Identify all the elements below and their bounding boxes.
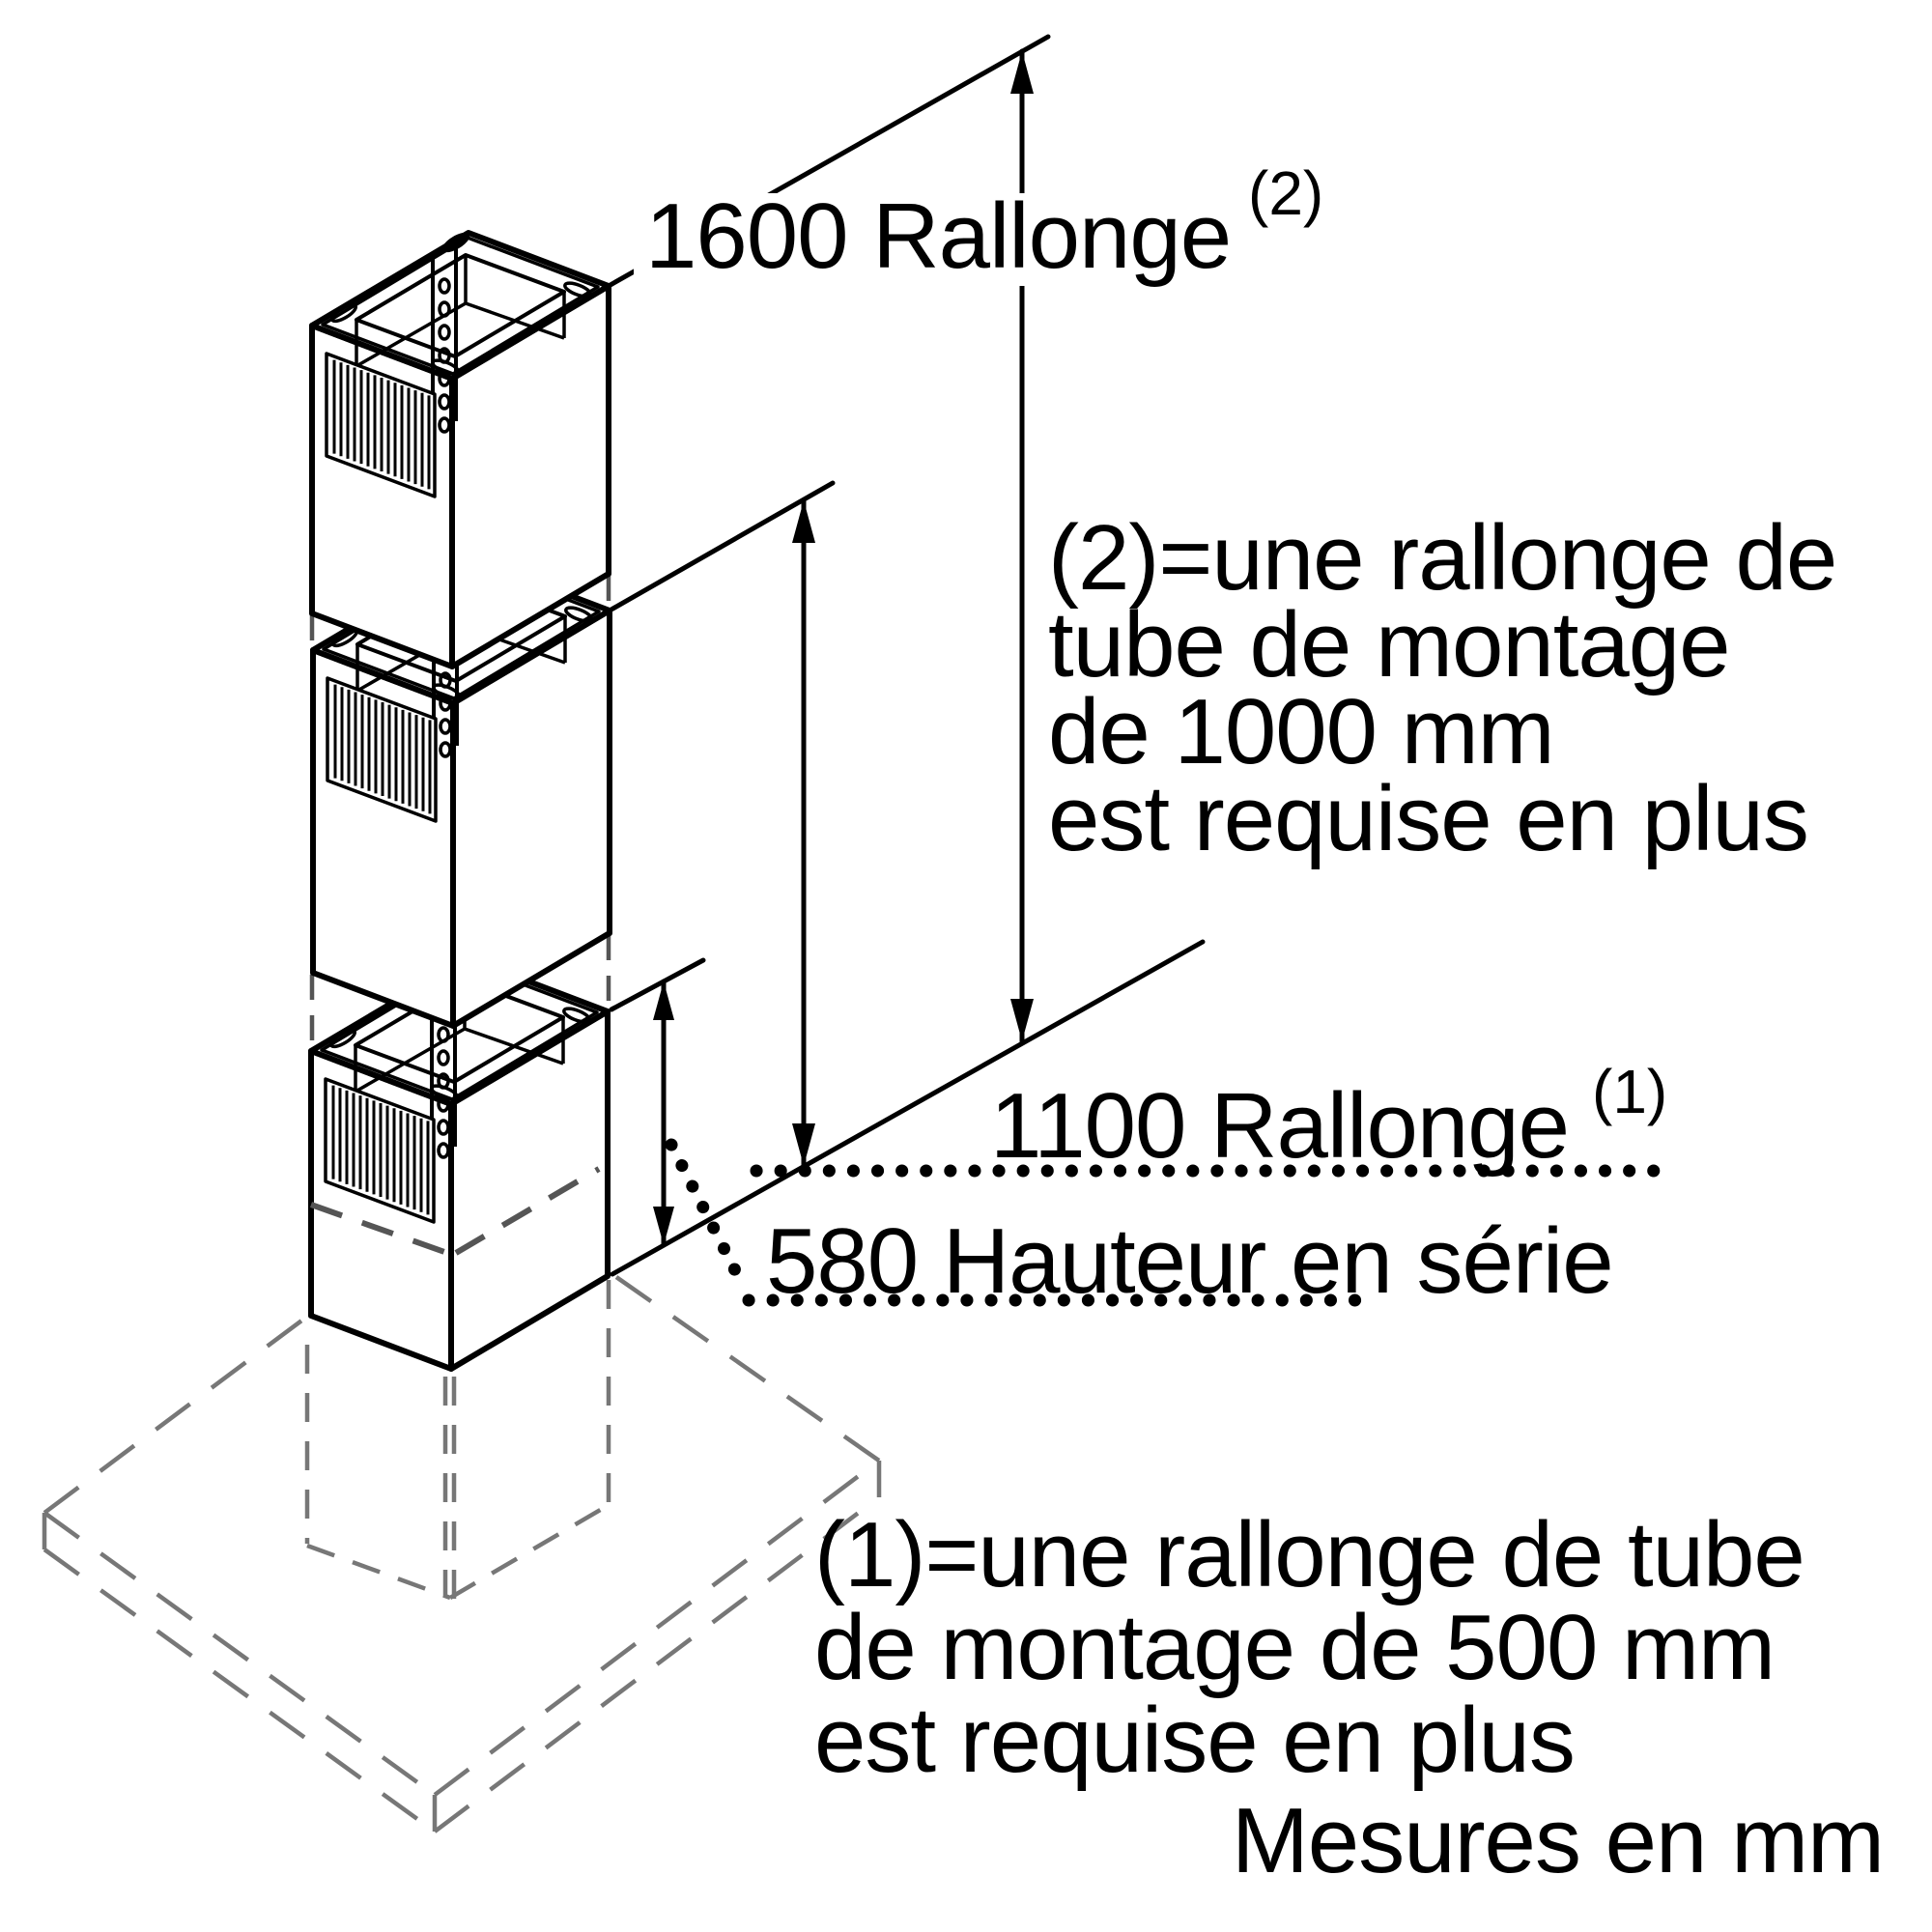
duct-section-top <box>309 232 611 669</box>
note2-line-2: tube de montage <box>1048 593 1730 696</box>
standard-height-level-line <box>309 1166 601 1256</box>
duct-hidden-edges <box>304 1280 611 1601</box>
note2-line-3: de 1000 mm <box>1048 680 1554 783</box>
duct-section-middle <box>310 556 612 1029</box>
note1-line-3: est requise en plus <box>814 1689 1575 1792</box>
label-580-hauteur: 580 Hauteur en série <box>766 1209 1613 1313</box>
label-1100-rallonge: 1100 Rallonge <box>990 1074 1569 1178</box>
label-1600-rallonge: 1600 Rallonge <box>645 185 1231 288</box>
label-1600-superscript: (2) <box>1248 158 1323 228</box>
note2-line-4: est requise en plus <box>1048 767 1808 870</box>
hood-top-face <box>43 1275 881 1797</box>
note2-line-1: (2)=une rallonge de <box>1048 506 1836 610</box>
note1-line-1: (1)=une rallonge de tube <box>814 1503 1804 1606</box>
note-extension-2: (2)=une rallonge de tube de montage de 1… <box>1048 506 1837 870</box>
reference-line-top-1100 <box>607 480 836 613</box>
duct-hidden-extension <box>304 1280 611 1601</box>
label-halo <box>634 193 1349 286</box>
reference-line-base <box>610 939 1206 1277</box>
dotted-connector-arc <box>665 1138 750 1293</box>
hood-dashed-outline <box>42 1275 882 1833</box>
reference-line-top-580 <box>609 957 706 1012</box>
dotted-leaders <box>665 1138 1683 1307</box>
hood-thickness-edges <box>42 1461 882 1833</box>
footer-units-label: Mesures en mm <box>1232 1789 1884 1892</box>
note-extension-1: (1)=une rallonge de tube de montage de 5… <box>814 1503 1805 1792</box>
dimension-arrow-1100 <box>792 497 815 1169</box>
note1-line-2: de montage de 500 mm <box>814 1596 1775 1699</box>
dimension-arrow-580 <box>653 979 674 1248</box>
label-1100-superscript: (1) <box>1592 1057 1667 1126</box>
duct-section-bottom <box>308 957 611 1372</box>
